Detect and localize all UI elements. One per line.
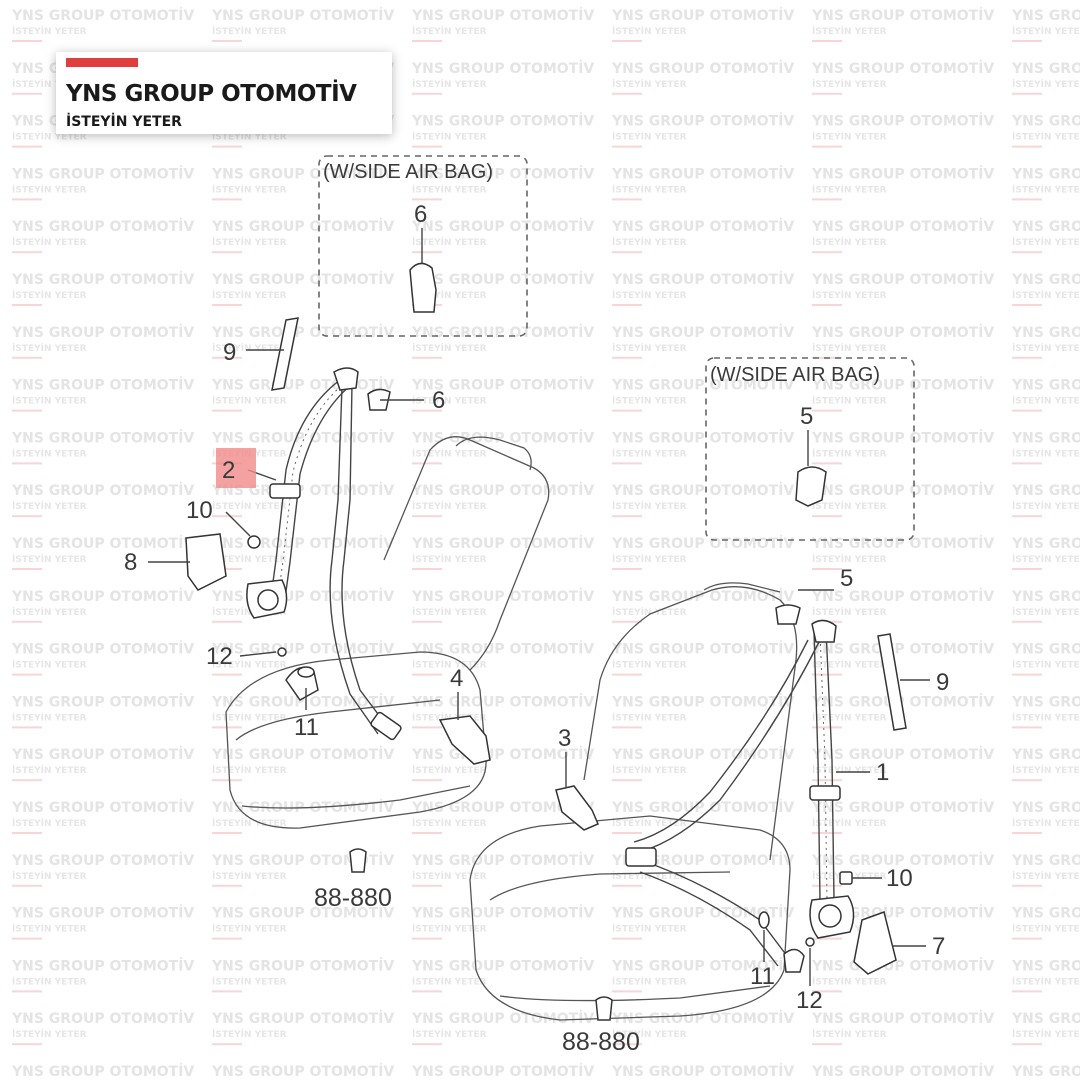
callout-9-left: 9 [223, 339, 236, 366]
brand-accent-bar [66, 58, 138, 67]
belt-guide-right [809, 785, 841, 801]
buckle-4 [438, 715, 491, 765]
callout-numbers: 9 6 2 10 8 12 11 4 3 5 1 9 10 7 11 12 [124, 339, 949, 1014]
belt-guide-left [269, 483, 301, 499]
side-airbag-guide-part-5 [795, 466, 827, 507]
brand-name: YNS GROUP OTOMOTİV [66, 81, 357, 107]
brand-badge: YNS GROUP OTOMOTİV İSTEYİN YETER [56, 52, 392, 134]
nut-10-right [839, 871, 853, 885]
variant-box-left: (W/SIDE AIR BAG) 6 [318, 155, 528, 337]
bolt-12-right [805, 937, 815, 947]
reference-code-right: 88-880 [562, 1028, 640, 1056]
belt-left [246, 367, 491, 765]
cover-6 [367, 388, 391, 411]
callout-11-right: 11 [750, 963, 775, 990]
callout-1: 1 [876, 759, 889, 786]
leader-lines [148, 349, 930, 986]
ref-bracket-right [595, 996, 613, 1021]
callout-5: 5 [840, 565, 853, 592]
cover-5 [775, 604, 801, 625]
d-ring-anchor-left [333, 367, 359, 391]
nut-10-left [247, 535, 261, 549]
height-adjuster-9-left [271, 317, 299, 391]
callout-11-left: 11 [294, 714, 319, 741]
callout-2: 2 [222, 457, 235, 484]
left-small-parts [185, 317, 391, 873]
ref-bracket-left [349, 848, 367, 873]
variant-box-left-label: (W/SIDE AIR BAG) [323, 161, 493, 183]
variant-box-right-label: (W/SIDE AIR BAG) [710, 364, 880, 386]
d-ring-anchor-right [811, 619, 837, 643]
callout-10-right: 10 [886, 865, 913, 892]
callout-4: 4 [450, 665, 463, 692]
right-small-parts [595, 604, 907, 1021]
callout-6: 6 [432, 387, 445, 414]
callout-2-highlight [216, 448, 256, 488]
bolt-12-left [277, 647, 287, 657]
callout-10-left: 10 [186, 497, 213, 524]
lower-anchor-11-right [783, 948, 805, 973]
callout-9-right: 9 [936, 669, 949, 696]
reference-code-left: 88-880 [314, 884, 392, 912]
brand-slogan: İSTEYİN YETER [66, 114, 182, 130]
callout-6-box: 6 [414, 201, 427, 228]
cover-8 [185, 533, 227, 591]
bolt-11-right [758, 911, 770, 929]
latch-plate-right [625, 847, 657, 867]
variant-box-right: (W/SIDE AIR BAG) 5 [705, 357, 915, 541]
buckle-3 [555, 785, 599, 831]
callout-12-left: 12 [206, 643, 233, 670]
cover-7 [853, 911, 897, 975]
side-airbag-guide-part-6 [409, 262, 437, 313]
callout-3: 3 [558, 725, 571, 752]
seat-right [469, 582, 798, 1021]
callout-7: 7 [932, 933, 945, 960]
belt-right [555, 619, 855, 973]
seat-left [225, 436, 550, 829]
callout-8: 8 [124, 549, 137, 576]
height-adjuster-9-right [877, 633, 907, 731]
callout-12-right: 12 [796, 987, 823, 1014]
callout-5-box: 5 [800, 403, 813, 430]
